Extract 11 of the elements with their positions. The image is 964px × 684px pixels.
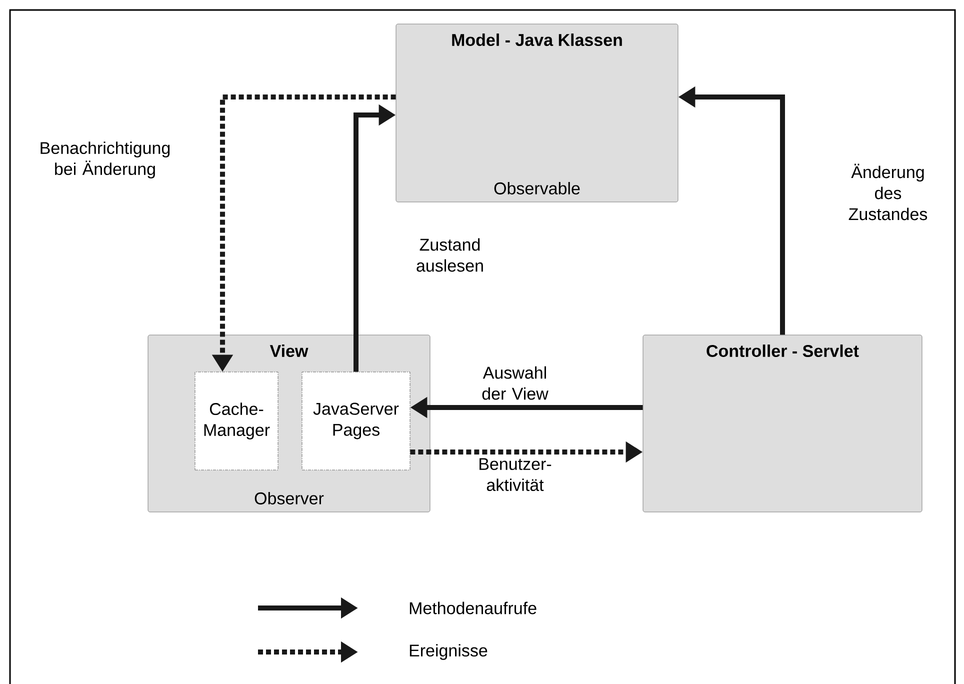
component-box: JavaServer Pages: [302, 372, 410, 470]
edge-label: Benutzer- aktivität: [480, 458, 552, 492]
legend-label: Ereignisse: [410, 644, 488, 660]
legend-label: Methodenaufrufe: [410, 602, 536, 614]
component-box: Cache- Manager: [194, 372, 278, 470]
process-box: Controller - Servlet: [642, 334, 922, 512]
edge-label: Auswahl der View: [482, 366, 548, 400]
edge-label: Zustand auslesen: [416, 238, 483, 272]
process-box: Model - Java Klassen Observable: [396, 24, 678, 202]
edge-label: Benachrichtigung bei Änderung: [40, 142, 170, 178]
edge-label: Änderung des Zustandes: [848, 164, 928, 220]
